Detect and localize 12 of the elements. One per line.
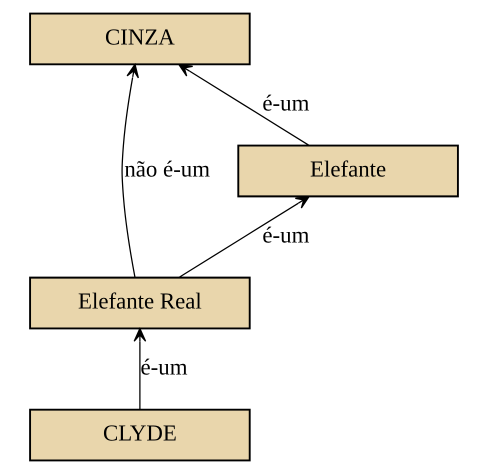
node-box: Elefante Real bbox=[29, 276, 251, 330]
edge-label: é-um bbox=[140, 354, 188, 380]
arrow bbox=[121, 64, 139, 278]
arrow bbox=[134, 328, 146, 410]
node-box: CINZA bbox=[29, 12, 251, 66]
node-box: CLYDE bbox=[29, 408, 251, 462]
edge-label: é-um bbox=[262, 90, 310, 116]
arrow bbox=[178, 64, 310, 146]
edge-label: é-um bbox=[262, 222, 310, 248]
edge-label: não é-um bbox=[124, 156, 210, 182]
node-box: Elefante bbox=[237, 144, 459, 198]
arrow bbox=[178, 196, 310, 278]
